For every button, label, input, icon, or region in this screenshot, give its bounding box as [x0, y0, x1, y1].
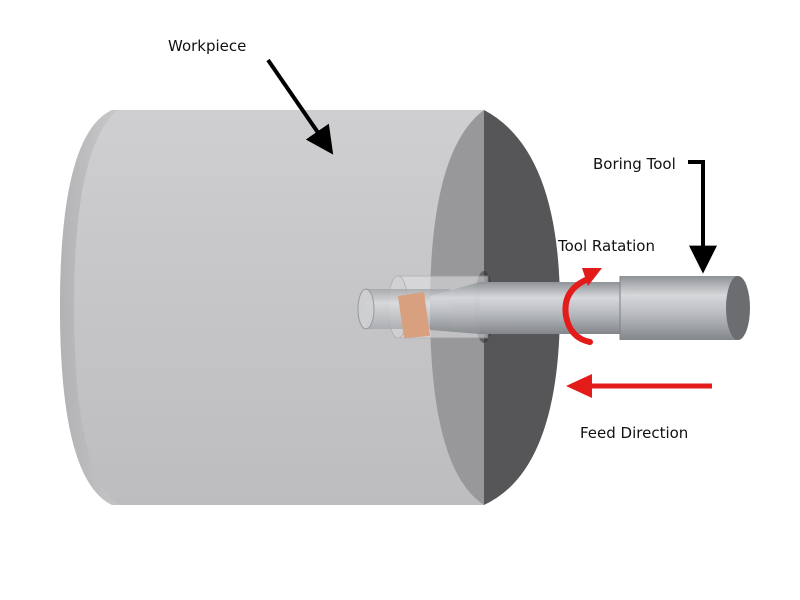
tool-rotation-arrow [562, 268, 602, 345]
boring-bar [480, 282, 620, 334]
cutting-insert [398, 292, 430, 338]
label-workpiece: Workpiece [168, 37, 246, 55]
boring-bar-taper [430, 282, 480, 334]
tool-shank [620, 276, 738, 340]
label-boring-tool: Boring Tool [593, 155, 676, 173]
feed-direction-arrow [566, 374, 712, 398]
workpiece-pointer-arrow [266, 58, 334, 155]
label-feed-direction: Feed Direction [580, 424, 688, 442]
workpiece-left-edge [60, 110, 118, 505]
boring-bar-tip-end [357, 288, 375, 330]
boring-tool-pointer-arrow [688, 160, 717, 274]
workpiece-body [60, 110, 484, 505]
boring-tool [357, 276, 750, 340]
label-tool-rotation: Tool Ratation [557, 237, 655, 255]
tool-end-face [726, 276, 750, 340]
